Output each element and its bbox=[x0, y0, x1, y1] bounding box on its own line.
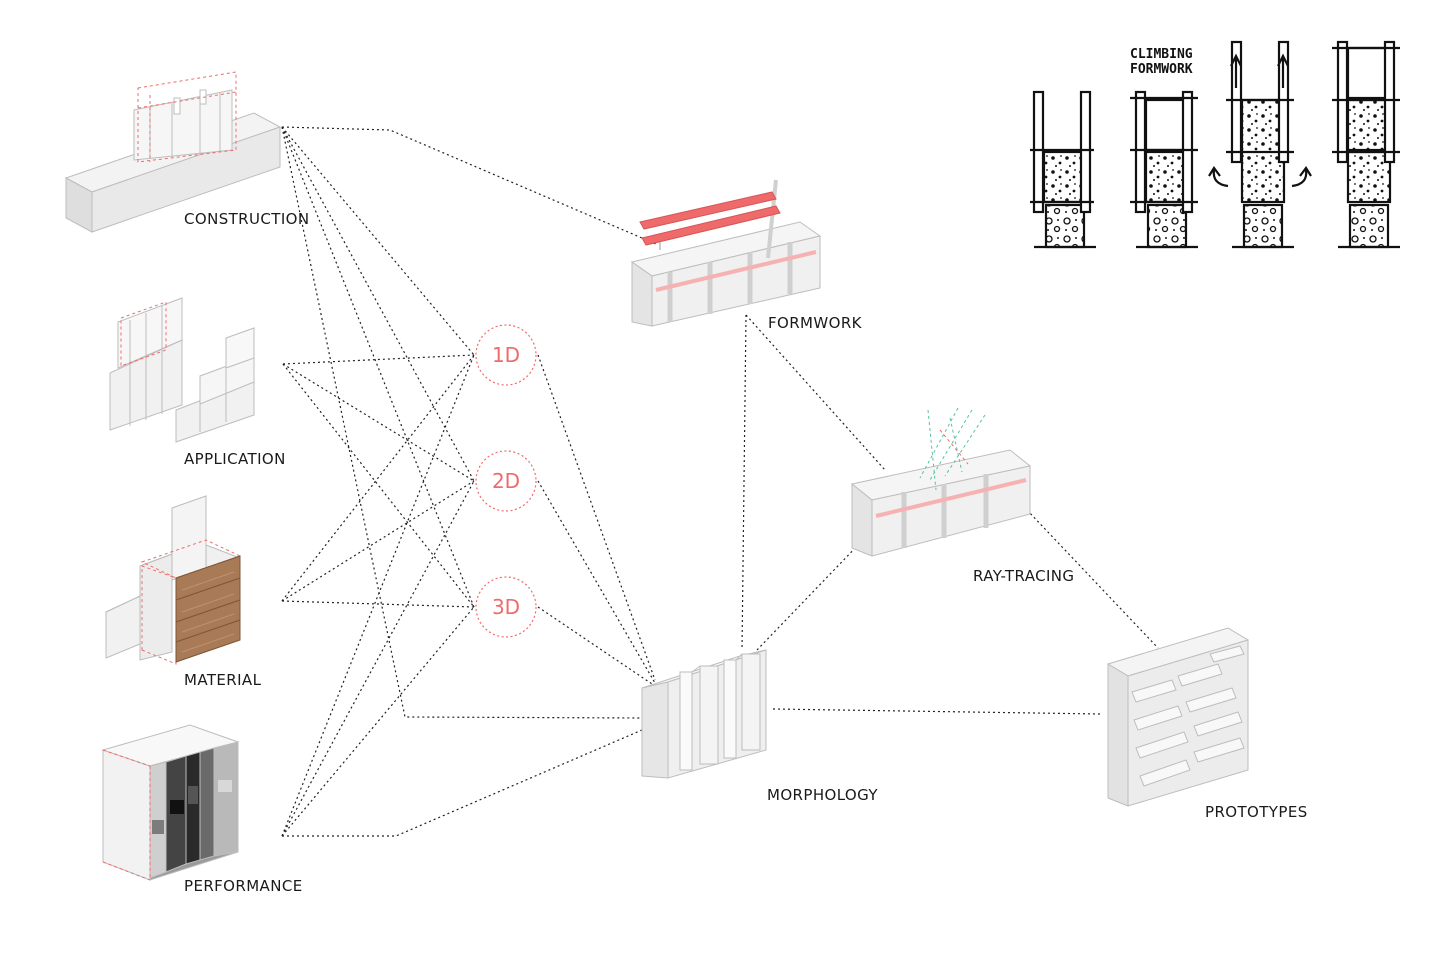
link-2d-morphology bbox=[537, 480, 656, 684]
link-application-2d bbox=[282, 363, 475, 482]
formwork-illustration bbox=[630, 179, 822, 327]
link-3d-morphology bbox=[537, 606, 656, 687]
link-construction-1d bbox=[281, 126, 475, 356]
link-material-3d bbox=[281, 600, 475, 608]
label-performance: PERFORMANCE bbox=[184, 877, 303, 895]
morphology-illustration bbox=[641, 649, 767, 779]
link-application-3d bbox=[282, 363, 475, 608]
dimension-2d: 2D bbox=[475, 450, 537, 512]
dimension-3d: 3D bbox=[475, 576, 537, 638]
label-prototypes: PROTOTYPES bbox=[1205, 803, 1308, 821]
climbing-stage-2 bbox=[1130, 90, 1198, 249]
inset-title-line1: CLIMBING bbox=[1130, 47, 1193, 62]
link-formwork-raytracing bbox=[745, 314, 886, 471]
link-construction-2d bbox=[281, 126, 475, 482]
link-morphology-prototypes bbox=[772, 708, 1101, 715]
link-performance-3d bbox=[281, 606, 475, 837]
inset-title: CLIMBING FORMWORK bbox=[1130, 47, 1193, 77]
link-construction-formwork bbox=[281, 126, 657, 245]
material-illustration bbox=[105, 495, 242, 665]
link-performance-morphology bbox=[282, 729, 643, 837]
inset-title-line2: FORMWORK bbox=[1130, 62, 1193, 77]
connection-lines bbox=[281, 126, 1159, 837]
dimension-3d-label: 3D bbox=[492, 595, 520, 619]
climbing-stage-1 bbox=[1030, 90, 1096, 249]
dimension-1d: 1D bbox=[475, 324, 537, 386]
link-construction-3d bbox=[281, 126, 475, 608]
climbing-stage-3 bbox=[1208, 40, 1312, 249]
label-application: APPLICATION bbox=[184, 450, 286, 468]
link-formwork-morphology bbox=[741, 314, 747, 651]
link-morphology-raytracing bbox=[756, 542, 861, 651]
ray-tracing-illustration bbox=[850, 407, 1032, 557]
curved-arrow-icon bbox=[1208, 166, 1229, 188]
label-construction: CONSTRUCTION bbox=[184, 210, 310, 228]
link-performance-2d bbox=[281, 480, 475, 837]
curved-arrow-icon bbox=[1291, 166, 1312, 188]
label-material: MATERIAL bbox=[184, 671, 262, 689]
link-material-1d bbox=[281, 354, 475, 602]
label-ray-tracing: RAY-TRACING bbox=[973, 567, 1075, 585]
link-material-2d bbox=[281, 480, 475, 602]
label-morphology: MORPHOLOGY bbox=[767, 786, 878, 804]
arrow-up-icon bbox=[1277, 53, 1289, 88]
link-performance-1d bbox=[281, 354, 475, 837]
dimension-1d-label: 1D bbox=[492, 343, 520, 367]
construction-illustration bbox=[64, 71, 282, 233]
climbing-stage-4 bbox=[1332, 40, 1400, 249]
climbing-formwork-inset bbox=[1030, 40, 1400, 249]
link-raytracing-prototypes bbox=[1026, 509, 1159, 649]
application-illustration bbox=[109, 297, 255, 443]
link-1d-morphology bbox=[537, 354, 656, 681]
prototypes-illustration bbox=[1106, 627, 1250, 807]
performance-illustration bbox=[101, 724, 240, 881]
link-construction-morphology bbox=[281, 126, 643, 719]
label-formwork: FORMWORK bbox=[768, 314, 862, 332]
link-application-1d bbox=[282, 354, 475, 365]
arrow-up-icon bbox=[1230, 53, 1242, 88]
dimension-2d-label: 2D bbox=[492, 469, 520, 493]
